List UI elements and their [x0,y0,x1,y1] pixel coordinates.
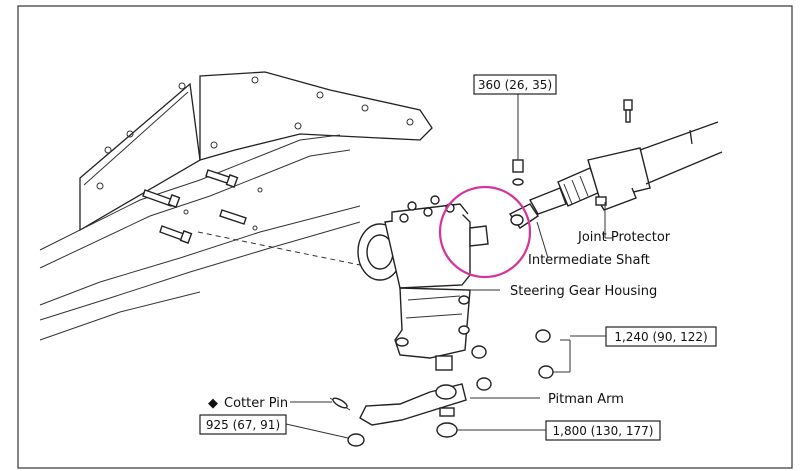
torque-box-pitman-nut: 1,800 (130, 177) [545,420,661,441]
label-steering-gear-housing: Steering Gear Housing [510,284,657,299]
torque-castle-nut-text: 925 (67, 91) [206,418,280,432]
intermediate-shaft-part [508,121,723,229]
torque-box-mount-nuts: 1,240 (90, 122) [605,326,717,347]
leader-lines [285,92,612,439]
torque-top-bolt-text: 360 (26, 35) [478,78,552,92]
frame-bolts [142,169,263,244]
label-joint-protector: Joint Protector [577,230,671,245]
torque-pitman-nut-text: 1,800 (130, 177) [553,424,654,438]
label-cotter-pin: Cotter Pin [224,396,288,411]
top-bolt-part [512,99,633,186]
torque-box-castle-nut: 925 (67, 91) [199,414,287,435]
label-pitman-arm: Pitman Arm [548,392,624,407]
housing-nuts [471,329,554,391]
frame-rail [39,134,361,341]
highlight-circle [438,185,532,279]
diagram-border [17,5,793,469]
pitman-arm-part [329,383,467,447]
splash-shield [79,71,433,232]
steering-gear-housing-part [357,195,489,371]
torque-box-top-bolt: 360 (26, 35) [473,74,557,95]
non-reusable-symbol: ◆ [208,396,218,411]
alignment-dashed-line [197,231,361,266]
label-intermediate-shaft: Intermediate Shaft [528,253,650,268]
torque-mount-nuts-text: 1,240 (90, 122) [614,330,707,344]
